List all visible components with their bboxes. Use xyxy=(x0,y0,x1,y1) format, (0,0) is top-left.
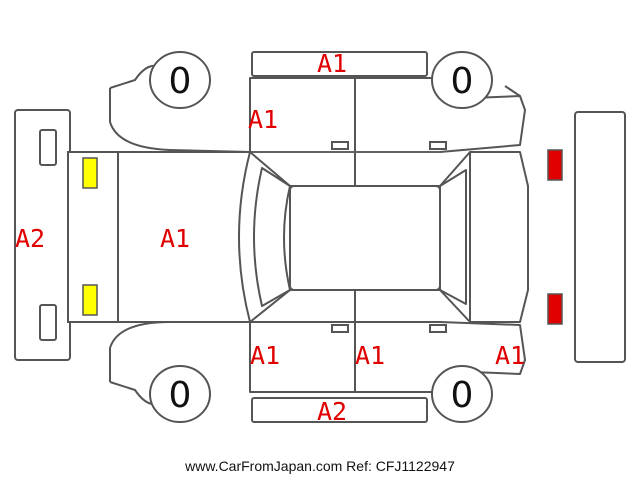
left-rear-door-handle xyxy=(429,141,447,150)
label-right-rear-quarter: A1 xyxy=(495,341,525,370)
right-rear-door-handle xyxy=(429,324,447,333)
label-right-front-door: A1 xyxy=(355,341,385,370)
label-roof-top: A1 xyxy=(317,49,347,78)
footer-ref: Ref: CFJ1122947 xyxy=(346,458,455,474)
front-lamp-bottom xyxy=(82,284,98,316)
roof-panel xyxy=(289,185,441,291)
tire-rear-left xyxy=(431,51,493,109)
windshield-inner xyxy=(253,167,291,307)
tire-front-right-score: 0 xyxy=(169,375,192,416)
tire-front-right xyxy=(149,365,211,423)
footer-site: www.CarFromJapan.com xyxy=(185,458,343,474)
footer-credit: www.CarFromJapan.com Ref: CFJ1122947 xyxy=(0,458,640,474)
label-right-side-sill: A2 xyxy=(317,397,347,426)
label-hood: A1 xyxy=(160,224,190,253)
label-front-bumper: A2 xyxy=(15,224,45,253)
tire-rear-right xyxy=(431,365,493,423)
tire-rear-right-score: 0 xyxy=(451,375,474,416)
tire-rear-left-score: 0 xyxy=(451,61,474,102)
rear-lamp-top xyxy=(547,149,563,181)
tire-front-left xyxy=(149,51,211,109)
right-side-sill xyxy=(251,397,428,423)
front-lamp-top xyxy=(82,157,98,189)
label-left-front-door: A1 xyxy=(248,105,278,134)
left-front-door-handle xyxy=(331,141,349,150)
windshield-outline xyxy=(238,151,251,323)
left-roof-rail xyxy=(251,51,428,77)
front-bumper-slot-bottom xyxy=(39,304,57,341)
rear-window-outline xyxy=(439,169,467,305)
tire-front-left-score: 0 xyxy=(169,61,192,102)
rear-bumper xyxy=(574,111,626,363)
rear-lamp-bottom xyxy=(547,293,563,325)
front-bumper-slot-top xyxy=(39,129,57,166)
left-rear-fender-outline xyxy=(504,85,521,97)
right-front-door-handle xyxy=(331,324,349,333)
label-right-front-fender: A1 xyxy=(250,341,280,370)
